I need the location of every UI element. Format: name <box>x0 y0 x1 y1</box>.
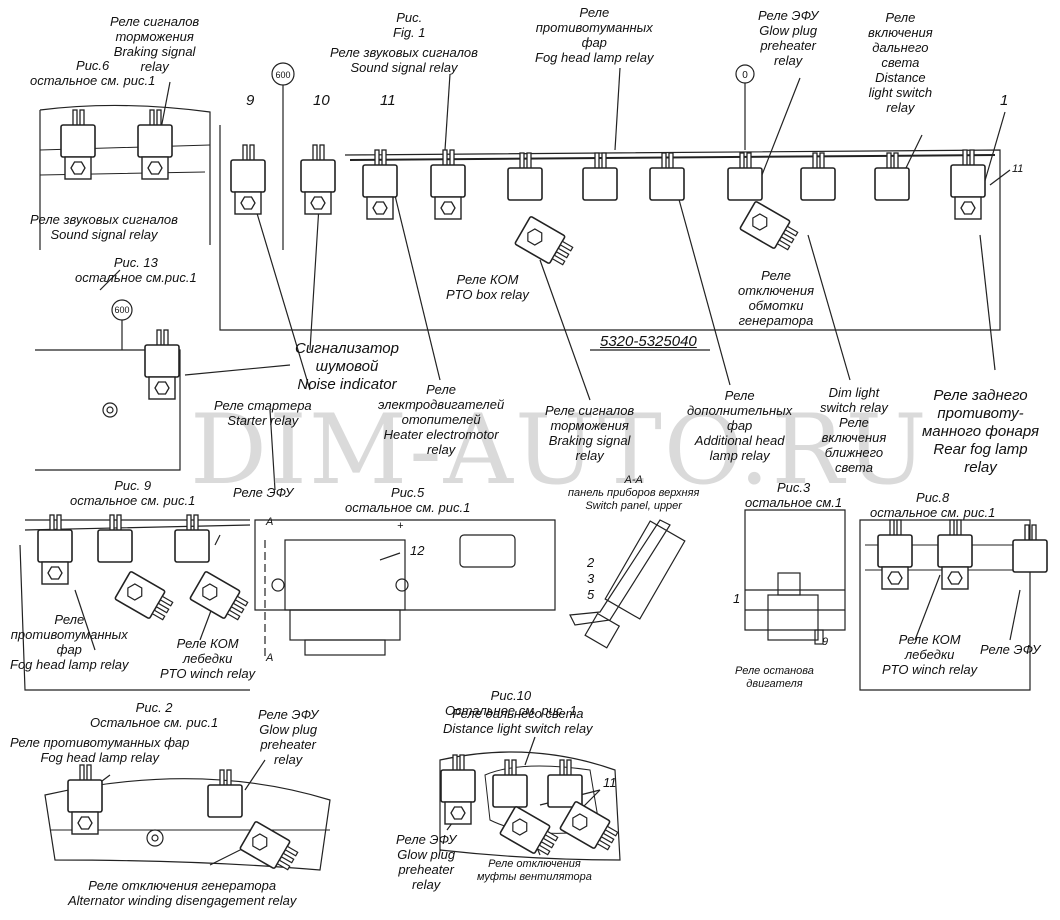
label-fog-fig9: Реле противотуманных фар Fog head lamp r… <box>10 612 129 672</box>
fig2-relay-glow <box>207 769 243 818</box>
fig9-relay-2 <box>97 514 133 563</box>
label-num-1b: 1 <box>733 591 741 606</box>
label-efu-mid: Реле ЭФУ <box>233 485 294 500</box>
label-num-9b: 9 <box>822 636 829 648</box>
label-fig6: Рис.6 остальное см. рис.1 <box>30 58 156 88</box>
part-number: 5320-5325040 <box>600 333 697 350</box>
label-num-2: 2 <box>587 555 595 570</box>
label-engine-stop: Реле останова двигателя <box>735 665 814 690</box>
label-fig3: Рис.3 остальное см.1 <box>745 480 843 510</box>
label-fog-fig2: Реле противотуманных фар Fog head lamp r… <box>10 735 190 765</box>
relay-sound <box>431 150 465 219</box>
label-fig8: Рис.8 остальное см. рис.1 <box>870 490 996 520</box>
relay-rear-fog <box>951 150 985 219</box>
fig6-relay-2 <box>138 110 172 179</box>
fig9-inset-outline <box>19 519 251 691</box>
label-sound-top: Реле звуковых сигналов Sound signal rela… <box>330 45 478 75</box>
ecu-unit <box>284 539 406 611</box>
fig3-inset-outline <box>744 509 846 631</box>
label-efu-fig8: Реле ЭФУ <box>980 642 1041 657</box>
callout-0-text: 0 <box>742 70 748 81</box>
relay-distance <box>874 152 910 201</box>
label-starter: Реле стартера Starter relay <box>214 398 312 428</box>
noise-indicator <box>145 330 179 399</box>
callout-600-top-text: 600 <box>275 70 290 80</box>
relay-9 <box>231 145 265 214</box>
fig13-inset-outline <box>35 349 181 471</box>
label-num-12: 12 <box>410 543 425 558</box>
label-aa: А-А панель приборов верхняя Switch panel… <box>568 474 700 512</box>
label-distance-top: Реле включения дальнего света Distance l… <box>868 10 933 115</box>
label-fig13: Рис. 13 остальное см.рис.1 <box>75 255 197 285</box>
fig8-relay-2 <box>938 520 972 589</box>
relay-braking <box>507 152 543 201</box>
fig6-inset-outline <box>39 104 211 250</box>
label-plus: + <box>397 520 404 532</box>
fig6-relay-1 <box>61 110 95 179</box>
fig8-inset-outline <box>859 519 1031 691</box>
label-fig2: Рис. 2 Остальное см. рис.1 <box>90 700 219 730</box>
label-a-bottom: A <box>266 652 274 664</box>
label-dim: Dim light switch relay Реле включения бл… <box>820 385 888 475</box>
fig9-relay-3 <box>174 514 210 563</box>
engine-stop-relay <box>767 594 819 641</box>
label-fig10: Рис.10 Остальное см. рис. 1 <box>445 688 577 718</box>
fig2-relay-fog <box>68 765 102 834</box>
label-braking-top: Реле сигналов торможения Braking signal … <box>110 14 200 74</box>
main-panel-left-section <box>219 125 345 331</box>
label-pto-winch-fig9: Реле КОМ лебедки PTO winch relay <box>160 636 256 681</box>
label-num-9: 9 <box>246 92 255 109</box>
label-noise: Сигнализатор шумовой Noise indicator <box>295 340 399 393</box>
label-distance-fig10: Реле дальнего света Distance light switc… <box>443 706 593 736</box>
label-num-1: 1 <box>1000 92 1009 109</box>
relay-fog <box>582 152 618 201</box>
label-a-top: A <box>266 516 274 528</box>
label-num-5: 5 <box>587 587 595 602</box>
fig9-relay-1 <box>38 515 72 584</box>
label-fig5: Рис.5 остальное см. рис.1 <box>345 485 471 515</box>
label-alt-winding: Реле отключения обмотки генератора <box>738 268 815 328</box>
relay-glow <box>727 152 763 201</box>
label-glow-top: Реле ЭФУ Glow plug preheater relay <box>758 8 819 68</box>
label-num-10: 10 <box>313 92 330 109</box>
fig2-inset-outline <box>44 778 331 871</box>
label-rear-fog: Реле заднего противоту- манного фонаря R… <box>922 387 1040 476</box>
section-aa-panel <box>569 519 671 626</box>
label-fig1: Рис. Fig. 1 <box>393 10 426 40</box>
fig10-tilted-2 <box>558 800 622 856</box>
label-fan-clutch: Реле отключения муфты вентилятора <box>477 858 592 883</box>
label-glow-fig10: Реле ЭФУ Glow plug preheater relay <box>396 832 457 892</box>
label-glow-fig2: Реле ЭФУ Glow plug preheater relay <box>258 707 319 767</box>
fig9-tilted-2 <box>188 570 252 626</box>
label-sound-fig6: Реле звуковых сигналов Sound signal rela… <box>30 212 178 242</box>
label-additional: Реле дополнительных фар Additional head … <box>687 388 793 463</box>
fig2-tilted <box>238 820 302 876</box>
label-num-11: 11 <box>380 92 396 109</box>
relay-pto-box <box>513 215 577 271</box>
main-panel-relays <box>231 145 985 271</box>
label-fig9: Рис. 9 остальное см. рис.1 <box>70 478 196 508</box>
label-num-11b: 11 <box>1012 163 1024 175</box>
label-braking-mid: Реле сигналов торможения Braking signal … <box>545 403 635 463</box>
fig8-relay-1 <box>878 520 912 589</box>
relay-dim <box>800 152 836 201</box>
relay-additional <box>649 152 685 201</box>
label-num-3: 3 <box>587 571 595 586</box>
fig10-inset-outline <box>439 751 621 861</box>
label-heater: Реле электродвигателей отопителей Heater… <box>378 382 505 457</box>
fig5-inset-outline <box>254 519 556 611</box>
callout-600-fig13-text: 600 <box>114 305 129 315</box>
label-num-11c: 11 <box>603 775 617 790</box>
label-alt-disengage: Реле отключения генератора Alternator wi… <box>68 878 297 908</box>
label-fog-top: Реле противотуманных фар Fog head lamp r… <box>535 5 654 65</box>
label-pto-box: Реле КОМ PTO box relay <box>446 272 529 302</box>
relay-10 <box>301 145 335 214</box>
label-pto-winch-fig8: Реле КОМ лебедки PTO winch relay <box>882 632 978 677</box>
relay-alt-winding <box>738 200 802 256</box>
fig10-relay-glow <box>441 755 475 824</box>
